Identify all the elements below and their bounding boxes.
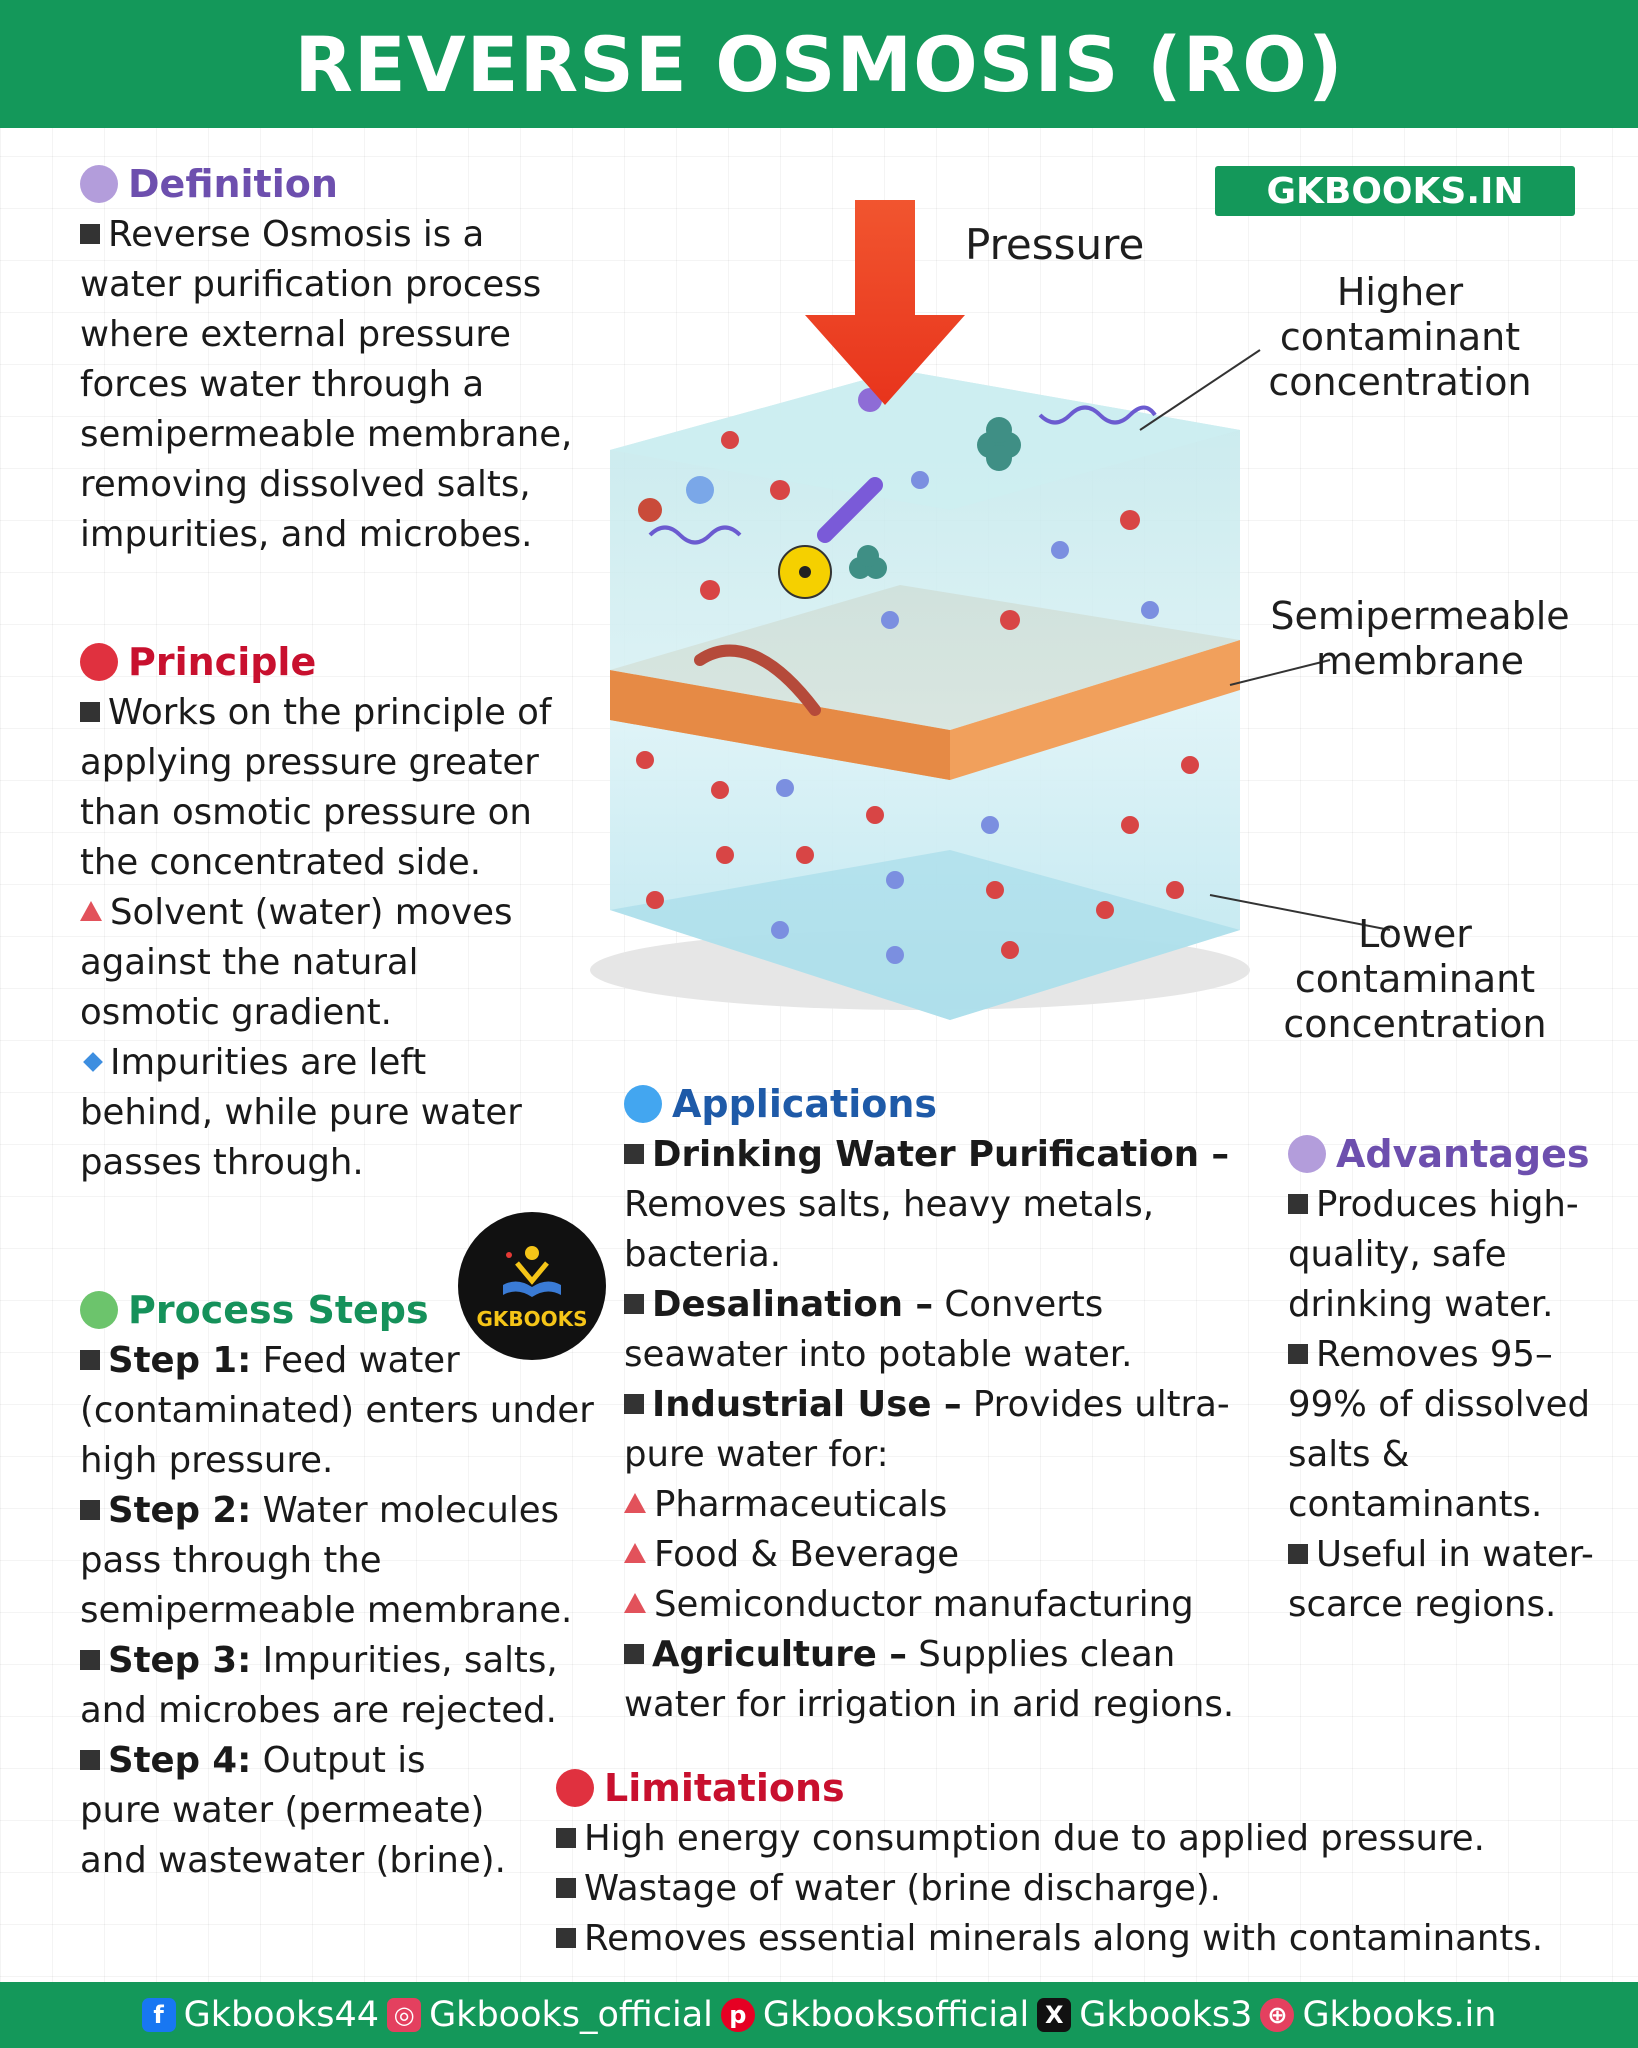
membrane-label: Semipermeable membrane bbox=[1270, 594, 1570, 683]
lower-concentration-label: Lower contaminant concentration bbox=[1283, 912, 1547, 1046]
square-bullet-icon bbox=[556, 1878, 576, 1898]
circle-icon bbox=[556, 1769, 594, 1807]
process-step: Step 4: Output is pure water (permeate) … bbox=[80, 1740, 506, 1881]
circle-icon bbox=[80, 643, 118, 681]
ro-diagram: Pressure Higher contaminant concentratio… bbox=[590, 190, 1610, 1070]
instagram-icon: ◎ bbox=[387, 1998, 422, 2032]
square-bullet-icon bbox=[556, 1828, 576, 1848]
limitations-section: Limitations High energy consumption due … bbox=[556, 1766, 1626, 1964]
principle-heading: Principle bbox=[80, 640, 560, 684]
process-section: Process Steps Step 1: Feed water (contam… bbox=[80, 1288, 600, 1886]
square-bullet-icon bbox=[1288, 1344, 1308, 1364]
square-bullet-icon bbox=[1288, 1544, 1308, 1564]
facebook-icon: f bbox=[141, 1998, 176, 2032]
square-bullet-icon bbox=[80, 1500, 100, 1520]
triangle-bullet-icon bbox=[624, 1493, 646, 1513]
limitations-list: High energy consumption due to applied p… bbox=[556, 1814, 1626, 1964]
pressure-arrow-icon bbox=[805, 200, 965, 405]
process-step: Step 1: Feed water (contaminated) enters… bbox=[80, 1340, 594, 1481]
principle-point-2: Solvent (water) moves against the natura… bbox=[80, 892, 513, 1033]
principle-point-3: Impurities are left behind, while pure w… bbox=[80, 1042, 522, 1183]
pinterest-icon: p bbox=[720, 1998, 755, 2032]
brand-badge[interactable]: GKBOOKS.IN bbox=[1215, 166, 1575, 216]
square-bullet-icon bbox=[624, 1144, 644, 1164]
square-bullet-icon bbox=[80, 1650, 100, 1670]
process-step: Step 3: Impurities, salts, and microbes … bbox=[80, 1640, 558, 1731]
footer-social-bar: f Gkbooks44 ◎ Gkbooks_official p Gkbooks… bbox=[0, 1982, 1638, 2048]
circle-icon bbox=[80, 1291, 118, 1329]
process-heading: Process Steps bbox=[80, 1288, 600, 1332]
x-link[interactable]: X Gkbooks3 bbox=[1037, 1995, 1252, 2035]
square-bullet-icon bbox=[80, 1750, 100, 1770]
x-icon: X bbox=[1037, 1998, 1072, 2032]
circle-icon bbox=[1288, 1135, 1326, 1173]
definition-text-block: Reverse Osmosis is a water purification … bbox=[80, 210, 580, 560]
ro-membrane-illustration bbox=[590, 200, 1391, 1020]
pressure-label: Pressure bbox=[965, 220, 1145, 269]
instagram-link[interactable]: ◎ Gkbooks_official bbox=[387, 1995, 713, 2035]
applications-list: Drinking Water Purification – Removes sa… bbox=[624, 1134, 1235, 1725]
facebook-link[interactable]: f Gkbooks44 bbox=[141, 1995, 379, 2035]
square-bullet-icon bbox=[80, 224, 100, 244]
globe-icon: ⊕ bbox=[1260, 1998, 1295, 2032]
process-step: Step 2: Water molecules pass through the… bbox=[80, 1490, 573, 1631]
book-icon bbox=[503, 1246, 561, 1297]
gkbooks-logo: GKBOOKS bbox=[458, 1212, 606, 1360]
square-bullet-icon bbox=[80, 702, 100, 722]
square-bullet-icon bbox=[1288, 1194, 1308, 1214]
pinterest-link[interactable]: p Gkbooksofficial bbox=[720, 1995, 1029, 2035]
circle-icon bbox=[624, 1085, 662, 1123]
square-bullet-icon bbox=[80, 1350, 100, 1370]
applications-section: Applications Drinking Water Purification… bbox=[624, 1082, 1244, 1730]
triangle-bullet-icon bbox=[624, 1593, 646, 1613]
square-bullet-icon bbox=[624, 1644, 644, 1664]
higher-concentration-label: Higher contaminant concentration bbox=[1268, 270, 1532, 404]
definition-section: Definition Reverse Osmosis is a water pu… bbox=[80, 162, 580, 560]
advantages-section: Advantages Produces high-quality, safe d… bbox=[1288, 1132, 1608, 1630]
header-banner: REVERSE OSMOSIS (RO) bbox=[0, 0, 1638, 128]
diamond-bullet-icon bbox=[83, 1052, 103, 1072]
square-bullet-icon bbox=[556, 1928, 576, 1948]
principle-point-1: Works on the principle of applying press… bbox=[80, 692, 552, 883]
principle-text-block: Works on the principle of applying press… bbox=[80, 688, 560, 1188]
triangle-bullet-icon bbox=[624, 1543, 646, 1563]
applications-heading: Applications bbox=[624, 1082, 1244, 1126]
website-link[interactable]: ⊕ Gkbooks.in bbox=[1260, 1995, 1496, 2035]
limitations-heading: Limitations bbox=[556, 1766, 1626, 1810]
circle-icon bbox=[80, 165, 118, 203]
definition-text: Reverse Osmosis is a water purification … bbox=[80, 214, 573, 555]
process-steps-list: Step 1: Feed water (contaminated) enters… bbox=[80, 1336, 600, 1886]
square-bullet-icon bbox=[624, 1394, 644, 1414]
page-title: REVERSE OSMOSIS (RO) bbox=[294, 19, 1344, 109]
definition-heading: Definition bbox=[80, 162, 580, 206]
triangle-bullet-icon bbox=[80, 901, 102, 921]
principle-section: Principle Works on the principle of appl… bbox=[80, 640, 560, 1188]
advantages-heading: Advantages bbox=[1288, 1132, 1608, 1176]
square-bullet-icon bbox=[624, 1294, 644, 1314]
advantages-list: Produces high-quality, safe drinking wat… bbox=[1288, 1184, 1594, 1625]
